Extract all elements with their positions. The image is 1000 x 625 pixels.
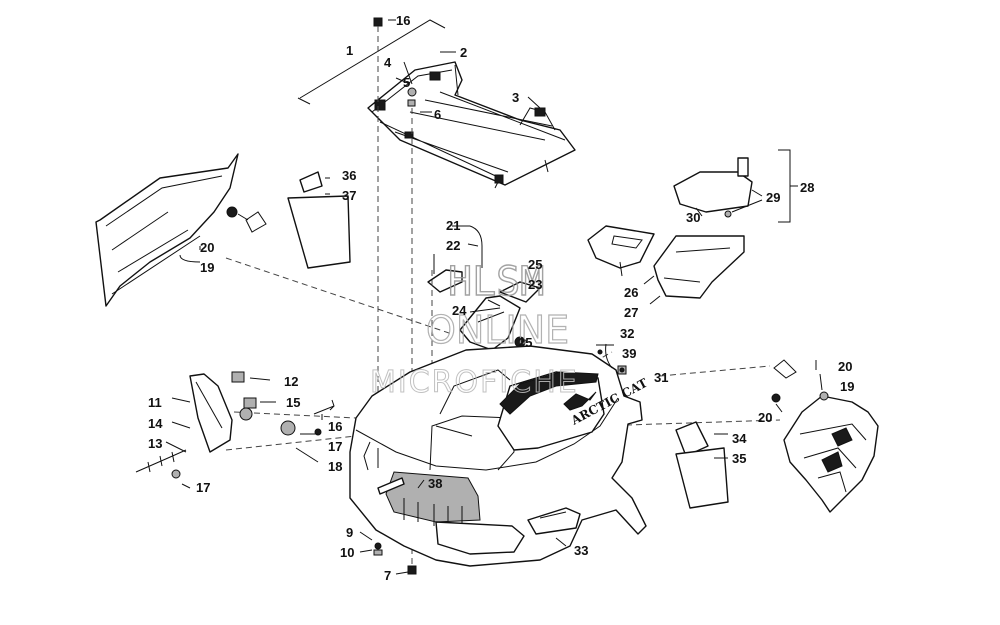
watermark: HLSM ONLINE MICROFICHE [370,258,579,400]
callout-17-left: 17 [196,480,210,495]
callout-1: 1 [346,43,353,58]
fasteners [359,479,567,575]
callout-32: 32 [620,326,634,341]
watermark-line-3: MICROFICHE [370,365,579,400]
callout-11: 11 [148,395,162,410]
callout-29: 29 [766,190,780,205]
callout-3: 3 [512,90,519,105]
callout-24: 24 [452,303,467,318]
callout-13: 13 [148,436,162,451]
front-fender-body: ARCTIC CAT [349,343,650,567]
callout-7: 7 [384,568,391,583]
callout-25-bottom: 25 [518,335,532,350]
callout-19-left: 19 [200,260,214,275]
callout-10: 10 [340,545,354,560]
callout-20-left: 20 [200,240,214,255]
callout-17-right: 17 [328,439,342,454]
callout-8: 16 [396,13,410,28]
watermark-line-1: HLSM [448,259,544,305]
callout-20-right-bottom: 20 [758,410,772,425]
callout-21: 21 [446,218,460,233]
bracket-parts [427,225,541,351]
callout-14: 14 [148,416,163,431]
headlight-assembly [135,371,335,489]
callout-4: 4 [384,55,392,70]
callout-36: 36 [342,168,356,183]
decals-36-37 [287,171,351,269]
rack-assembly [297,17,576,189]
callout-26: 26 [624,285,638,300]
callout-16: 16 [328,419,342,434]
callout-labels: 16 1 2 4 5 3 6 36 37 28 29 30 21 22 20 1… [148,13,854,583]
callout-20-right-top: 20 [838,359,852,374]
callout-2: 2 [460,45,467,60]
callout-12: 12 [284,374,298,389]
callout-18: 18 [328,459,342,474]
right-side-panel [675,359,879,513]
callout-19-right: 19 [840,379,854,394]
callout-37: 37 [342,188,356,203]
callout-9: 9 [346,525,353,540]
callout-30: 30 [686,210,700,225]
callout-28: 28 [800,180,814,195]
callout-39: 39 [622,346,636,361]
callout-35: 35 [732,451,746,466]
callout-23: 23 [528,277,542,292]
callout-25-top: 25 [528,257,542,272]
callout-34: 34 [732,431,747,446]
callout-33: 33 [574,543,588,558]
storage-compartment [587,149,798,305]
left-side-panel [95,153,267,307]
callout-6: 6 [434,107,441,122]
callout-27: 27 [624,305,638,320]
callout-5: 5 [403,75,410,90]
watermark-line-2: ONLINE [426,308,569,352]
callout-31: 31 [654,370,668,385]
callout-15: 15 [286,395,300,410]
callout-22: 22 [446,238,460,253]
callout-38: 38 [428,476,442,491]
